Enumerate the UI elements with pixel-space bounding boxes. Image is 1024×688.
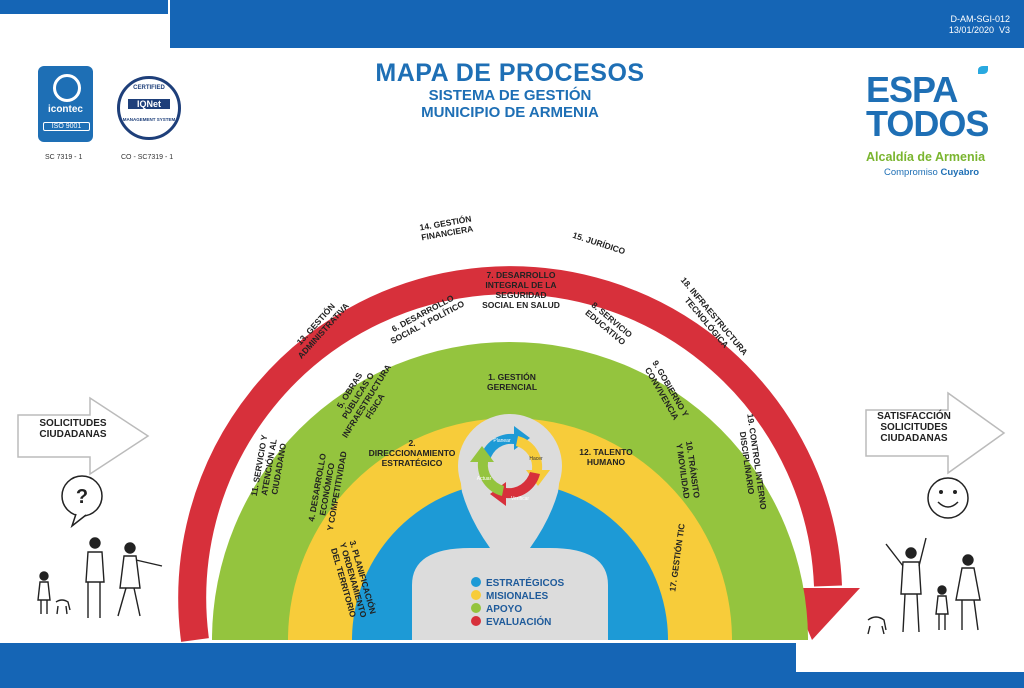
iqnet-name: IQNet <box>128 99 170 109</box>
iqnet-top: CERTIFIED <box>133 85 165 91</box>
left-arrow-label: SOLICITUDES CIUDADANAS <box>39 418 107 440</box>
question-bubble-icon: ? <box>61 475 103 529</box>
top-band-left <box>0 0 168 14</box>
icontec-name: icontec <box>47 104 83 115</box>
iqnet-bottom: MANAGEMENT SYSTEM <box>122 117 176 122</box>
label-support-15: 15. JURÍDICO <box>571 230 627 257</box>
legend-label-support: APOYO <box>486 604 522 615</box>
label-support-14: 14. GESTIÓNFINANCIERA <box>419 213 474 243</box>
iqnet-logo: CERTIFIED IQNet MANAGEMENT SYSTEM <box>117 76 181 140</box>
doc-code-date: 13/01/2020 V3 <box>948 25 1010 35</box>
icontec-seal-icon <box>53 74 81 102</box>
legend-dot-evaluation <box>471 616 481 626</box>
svg-text:?: ? <box>76 486 88 508</box>
legend: ESTRATÉGICOS MISIONALES APOYO EVALUACIÓN <box>471 576 564 628</box>
cycle-label-check: Verificar <box>511 496 529 502</box>
evaluation-ring <box>178 266 842 642</box>
right-arrow-label: SATISFACCIÓN SOLICITUDES CIUDADANAS <box>877 411 951 444</box>
cycle-label-plan: Planear <box>493 438 511 444</box>
left-input-arrow <box>17 396 150 476</box>
cycle-step-check <box>490 472 540 506</box>
title-block: MAPA DE PROCESOS SISTEMA DE GESTIÓN MUNI… <box>300 59 720 122</box>
top-band-right <box>170 0 1024 48</box>
brand-logo: ESPA TODOS Alcaldía de Armenia Compromis… <box>862 62 1012 182</box>
legend-dot-missional <box>471 590 481 600</box>
cycle-step-act <box>470 446 504 496</box>
legend-label-evaluation: EVALUACIÓN <box>486 615 551 628</box>
page-title: MAPA DE PROCESOS <box>375 59 645 87</box>
smiley-icon <box>927 477 969 519</box>
icontec-iso: ISO 9001 <box>43 122 90 131</box>
icontec-code: SC 7319 - 1 <box>45 154 83 161</box>
brand-line2: TODOS <box>866 103 989 144</box>
legend-label-missional: MISIONALES <box>486 591 549 602</box>
head-circle <box>458 414 562 518</box>
brand-line1: ESPA <box>866 69 958 110</box>
brand-tagline: Compromiso Cuyabro <box>884 167 980 178</box>
citizens-right-illustration <box>867 537 981 635</box>
icontec-logo: icontec ISO 9001 <box>38 66 93 142</box>
brand-subtitle: Alcaldía de Armenia <box>866 150 986 164</box>
evaluation-label: 16. CONTROL, VERIFICACIÓN Y EVALUACIÓN <box>344 132 682 203</box>
cycle-step-plan <box>480 426 530 460</box>
document-code: D-AM-SGI-012 13/01/2020 V3 <box>949 14 1010 36</box>
legend-dot-support <box>471 603 481 613</box>
bottom-band-right <box>796 672 1024 688</box>
bird-icon <box>978 66 988 74</box>
cycle-label-act: Actuar <box>477 476 492 482</box>
bottom-band-left <box>0 643 796 688</box>
right-output-arrow <box>865 391 1006 475</box>
page-subtitle-2: MUNICIPIO DE ARMENIA <box>421 104 599 121</box>
iqnet-code: CO - SC7319 - 1 <box>121 154 174 161</box>
cycle-step-do <box>516 436 550 486</box>
citizens-left-illustration <box>37 537 163 618</box>
phva-cycle: Planear Hacer Verificar Actuar <box>470 426 550 506</box>
legend-label-strategic: ESTRATÉGICOS <box>486 576 564 589</box>
cycle-label-do: Hacer <box>529 456 543 462</box>
page-subtitle-1: SISTEMA DE GESTIÓN <box>428 87 592 104</box>
legend-dot-strategic <box>471 577 481 587</box>
doc-code-id: D-AM-SGI-012 <box>950 14 1010 24</box>
